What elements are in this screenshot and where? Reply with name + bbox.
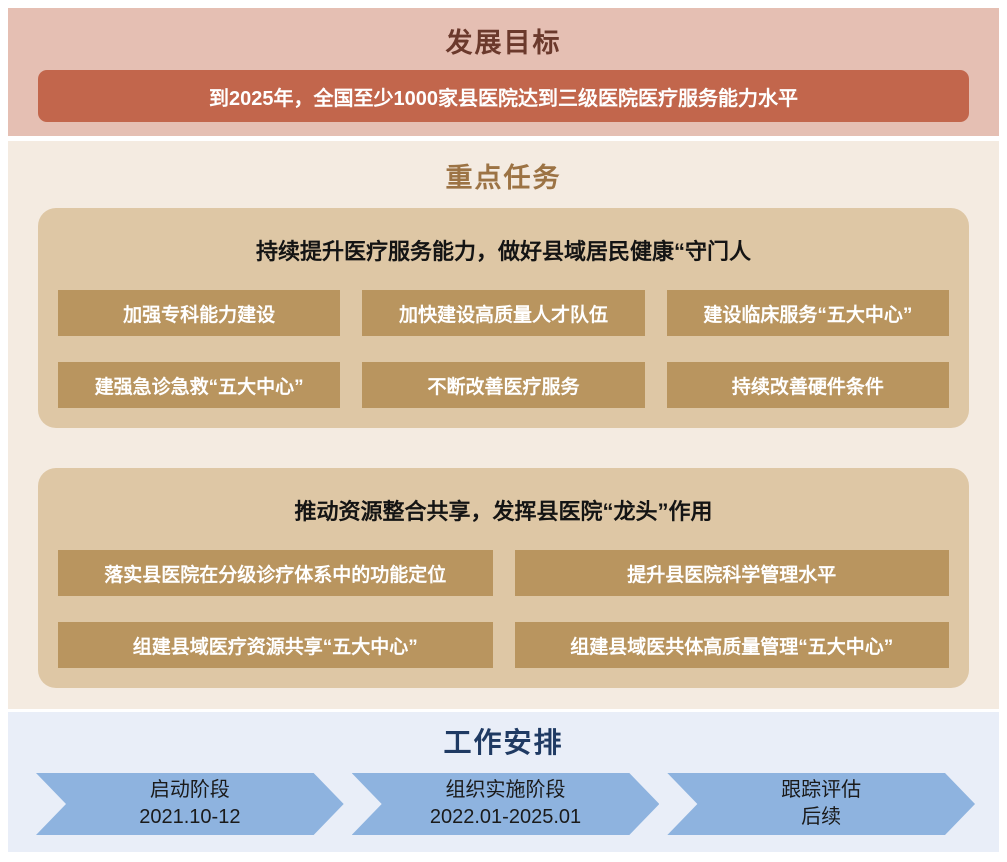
task-group-heading: 推动资源整合共享，发挥县医院“龙头”作用 [294,499,713,524]
stage-period: 后续 [801,806,842,828]
goal-section-title: 发展目标 [445,28,562,58]
task-item: 组建县域医共体高质量管理“五大中心” [514,622,949,668]
task-item: 提升县医院科学管理水平 [514,550,949,596]
task-group-service-capacity: 持续提升医疗服务能力，做好县域居民健康“守门人 加强专科能力建设 加快建设高质量… [38,208,969,428]
tasks-section: 重点任务 持续提升医疗服务能力，做好县域居民健康“守门人 加强专科能力建设 加快… [8,141,999,709]
task-item-grid: 落实县医院在分级诊疗体系中的功能定位 提升县医院科学管理水平 组建县域医疗资源共… [58,550,949,668]
task-item: 建强急诊急救“五大中心” [58,362,341,408]
timeline-stage-evaluation: 跟踪评估 后续 [667,773,975,835]
task-item: 落实县医院在分级诊疗体系中的功能定位 [58,550,493,596]
timeline: 启动阶段 2021.10-12 组织实施阶段 2022.01-2025.01 跟… [36,773,975,835]
timeline-stage-launch: 启动阶段 2021.10-12 [36,773,344,835]
stage-label: 组织实施阶段 [445,779,566,801]
stage-label: 跟踪评估 [781,779,862,801]
task-item: 加快建设高质量人才队伍 [362,290,645,336]
task-group-resource-sharing: 推动资源整合共享，发挥县医院“龙头”作用 落实县医院在分级诊疗体系中的功能定位 … [38,468,969,688]
task-item: 持续改善硬件条件 [666,362,949,408]
schedule-section-title: 工作安排 [443,727,564,758]
task-item-grid: 加强专科能力建设 加快建设高质量人才队伍 建设临床服务“五大中心” 建强急诊急救… [58,290,949,408]
timeline-stage-implementation: 组织实施阶段 2022.01-2025.01 [352,773,660,835]
task-item: 组建县域医疗资源共享“五大中心” [58,622,493,668]
stage-period: 2021.10-12 [139,806,241,828]
stage-label: 启动阶段 [149,779,230,801]
stage-period: 2022.01-2025.01 [429,806,582,828]
goal-section: 发展目标 到2025年，全国至少1000家县医院达到三级医院医疗服务能力水平 [8,8,999,136]
tasks-section-title: 重点任务 [445,163,562,193]
goal-banner: 到2025年，全国至少1000家县医院达到三级医院医疗服务能力水平 [38,70,969,122]
task-item: 加强专科能力建设 [58,290,341,336]
task-item: 建设临床服务“五大中心” [666,290,949,336]
schedule-section: 工作安排 启动阶段 2021.10-12 组织实施阶段 2022.01-2025… [8,712,999,852]
task-item: 不断改善医疗服务 [362,362,645,408]
task-group-heading: 持续提升医疗服务能力，做好县域居民健康“守门人 [255,239,751,264]
